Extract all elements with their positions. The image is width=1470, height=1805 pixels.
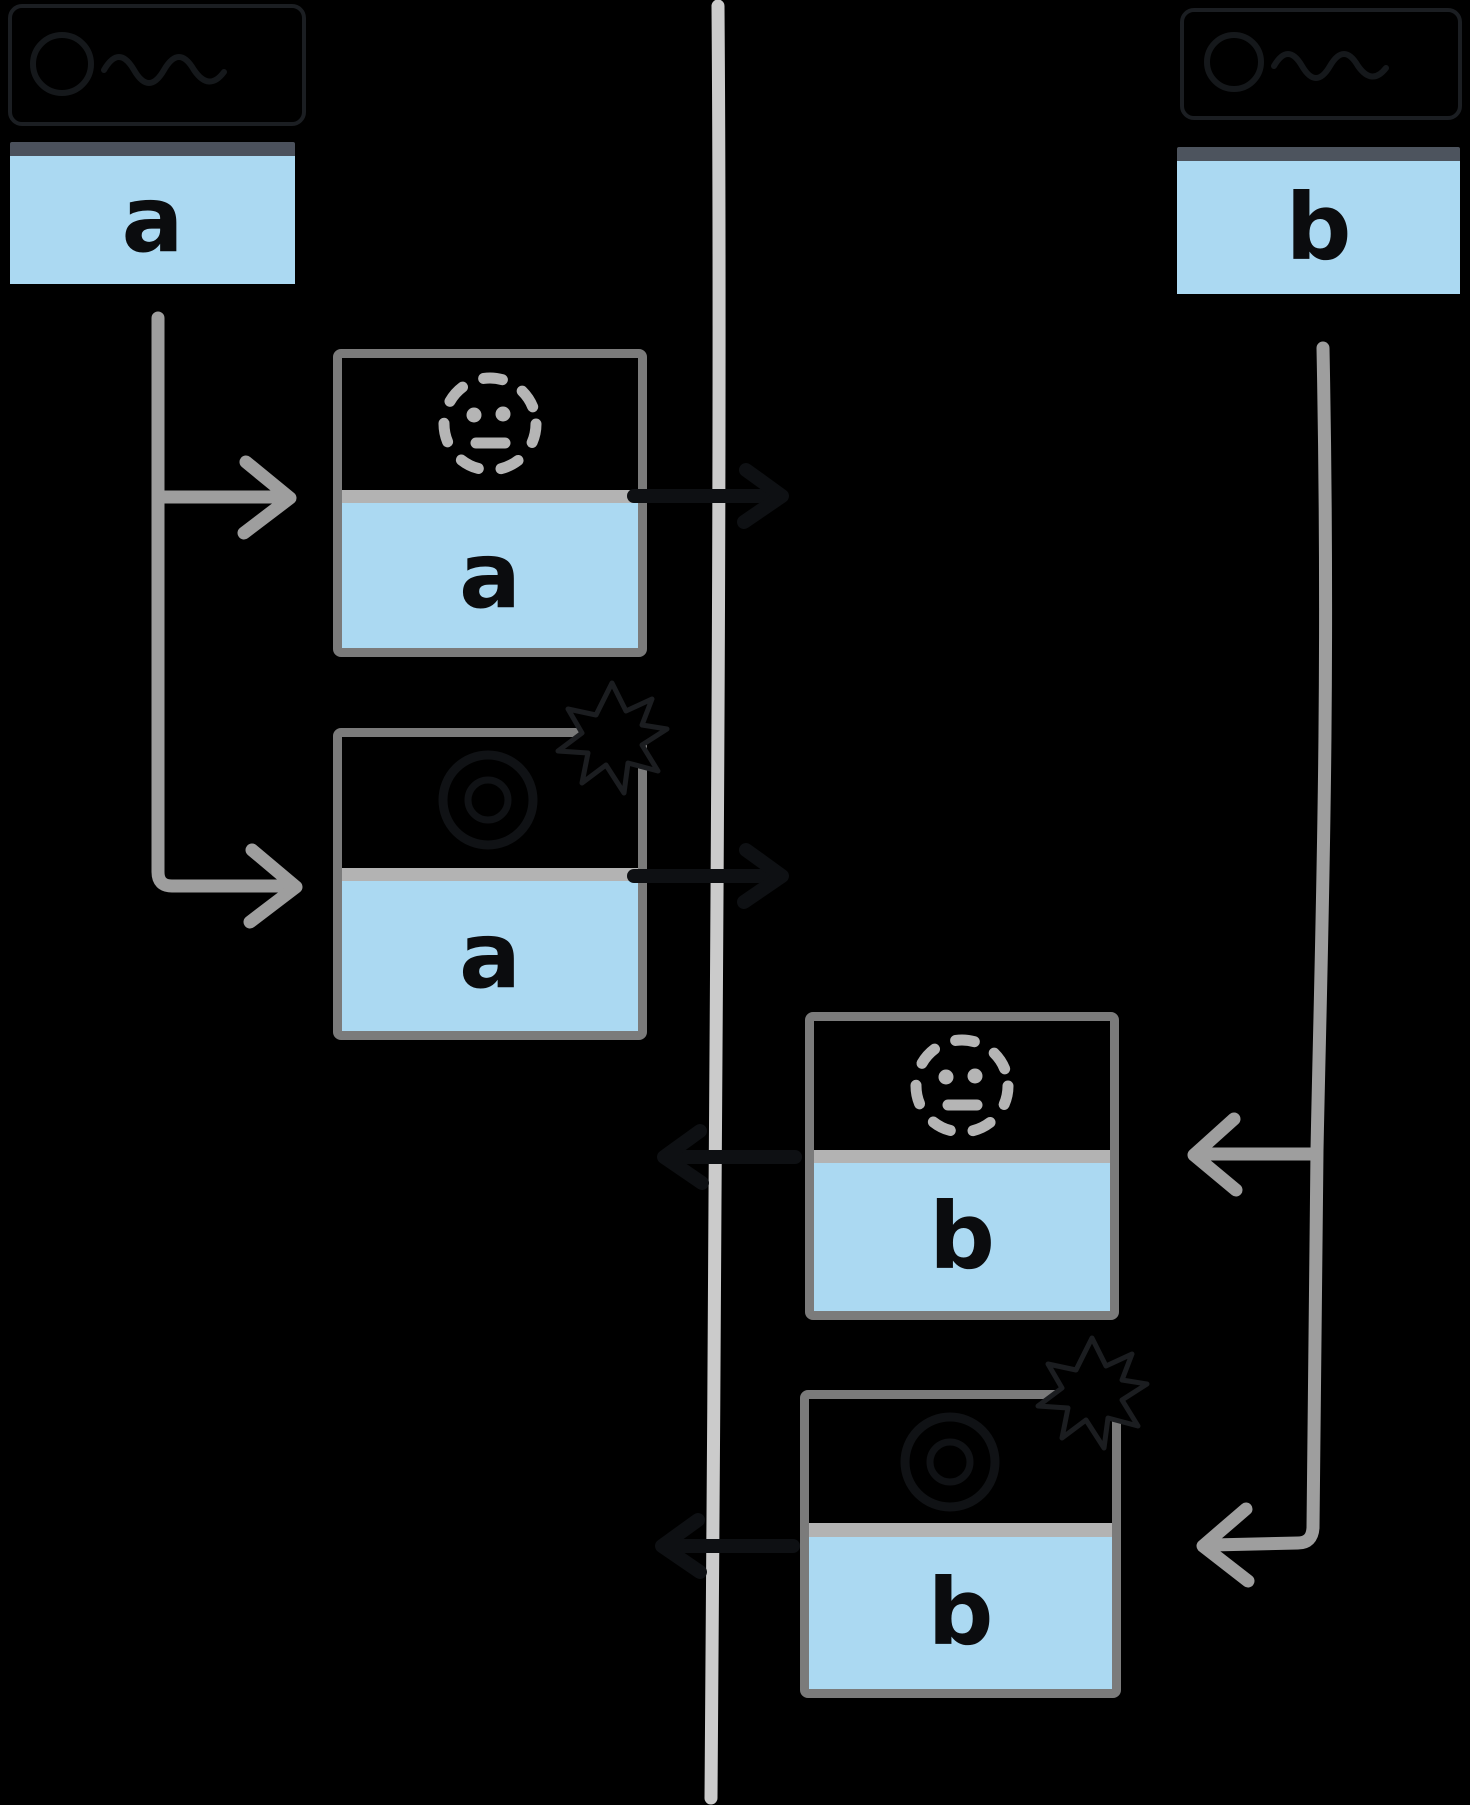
hidden-message-arrows	[627, 463, 802, 1579]
spawn-trunk-right	[1205, 341, 1333, 1552]
process-box-a1-body: a	[342, 503, 638, 648]
process-box-b1-label: b	[929, 1183, 995, 1290]
window-a-label: a	[121, 166, 184, 273]
process-box-b2-body: b	[809, 1537, 1112, 1689]
hidden-label-box-left	[8, 4, 306, 126]
arrowhead-right-icon	[737, 463, 789, 529]
dotted-circle-neutral-face-icon	[438, 372, 542, 476]
process-box-a1: a	[333, 349, 647, 657]
spawn-arrows-from-window-b	[1187, 341, 1333, 1588]
spawn-trunk-left	[151, 311, 295, 893]
arrowhead-right-icon	[237, 455, 297, 540]
window-a-body: a	[10, 156, 295, 284]
process-box-b1-body: b	[814, 1163, 1110, 1311]
arrowhead-left-icon	[1196, 1502, 1255, 1588]
process-box-b1-top	[814, 1021, 1110, 1150]
arrowhead-left-icon	[1187, 1112, 1243, 1197]
arrowhead-right-icon	[737, 843, 789, 909]
window-a: a	[10, 142, 295, 284]
window-a-titlebar	[10, 142, 295, 156]
arrowhead-right-icon	[243, 843, 303, 929]
dotted-circle-neutral-face-icon	[910, 1034, 1014, 1137]
arrowhead-left-icon	[657, 1124, 709, 1190]
window-b-body: b	[1177, 161, 1460, 294]
window-b: b	[1177, 147, 1460, 294]
process-box-a2-body: a	[342, 881, 638, 1031]
process-box-b2-top	[809, 1399, 1112, 1523]
spawn-arrows-from-window-a	[151, 311, 303, 929]
process-box-a1-divider	[342, 490, 638, 503]
process-box-a1-label: a	[458, 521, 522, 629]
center-divider-line	[704, 0, 726, 1805]
process-box-b1-divider	[814, 1150, 1110, 1163]
process-box-b1: b	[805, 1012, 1119, 1320]
process-box-b2: b	[800, 1390, 1121, 1698]
process-box-b2-label: b	[927, 1559, 994, 1666]
process-box-a2-top	[342, 737, 638, 868]
process-box-a1-top	[342, 358, 638, 490]
hidden-label-box-right	[1180, 8, 1462, 120]
process-box-a2-divider	[342, 868, 638, 881]
process-box-a2-label: a	[458, 902, 522, 1009]
process-box-a2: a	[333, 728, 647, 1040]
window-b-label: b	[1285, 173, 1352, 281]
process-box-b2-divider	[809, 1523, 1112, 1537]
arrowhead-left-icon	[655, 1513, 707, 1579]
window-b-titlebar	[1177, 147, 1460, 161]
